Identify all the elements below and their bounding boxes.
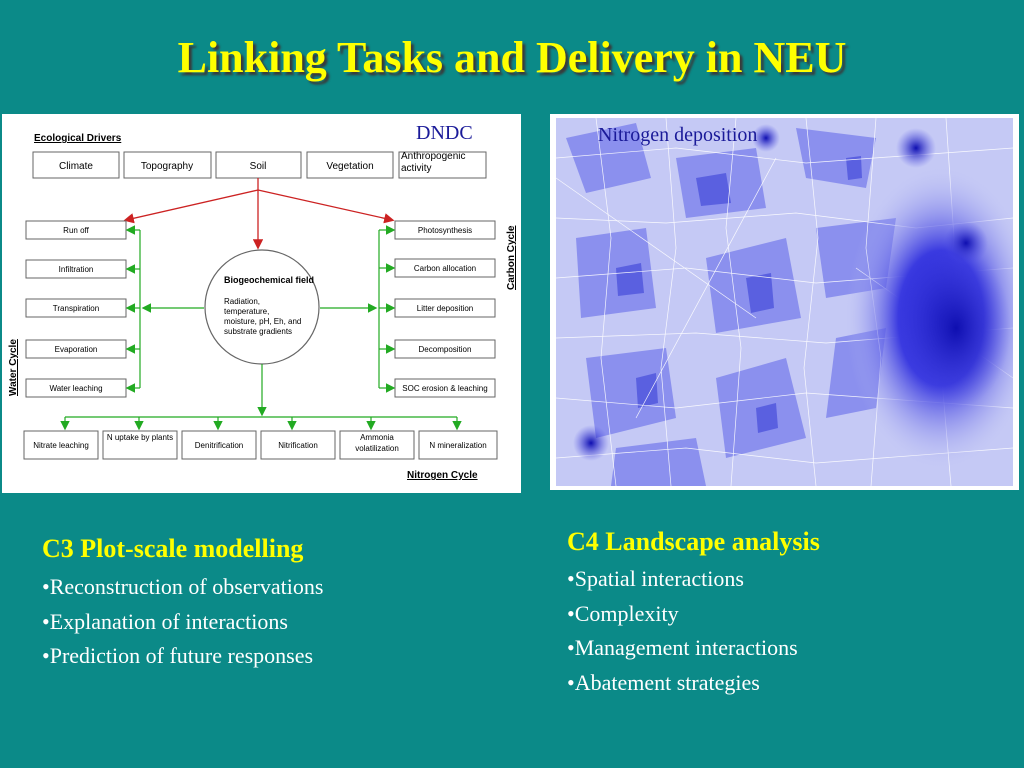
nitrogen-process-n-mineralization: N mineralization bbox=[429, 441, 486, 450]
carbon-cycle-label: Carbon Cycle bbox=[506, 225, 517, 290]
carbon-process-boxes: Photosynthesis Carbon allocation Litter … bbox=[394, 220, 496, 398]
water-process-water-leaching: Water leaching bbox=[49, 384, 102, 393]
driver-vegetation: Vegetation bbox=[326, 161, 373, 172]
water-process-transpiration: Transpiration bbox=[53, 304, 99, 313]
c4-heading: C4 Landscape analysis bbox=[567, 527, 820, 556]
driver-topography: Topography bbox=[141, 161, 193, 172]
water-process-infiltration: Infiltration bbox=[59, 265, 94, 274]
dndc-diagram-svg: Ecological Drivers Climate Topography So… bbox=[8, 133, 517, 481]
dndc-caption: DNDC bbox=[416, 122, 473, 144]
driver-soil: Soil bbox=[250, 161, 267, 172]
ecological-drivers-label: Ecological Drivers bbox=[34, 133, 122, 144]
carbon-process-decomposition: Decomposition bbox=[419, 345, 472, 354]
nitrogen-process-nitrate-leaching: Nitrate leaching bbox=[33, 441, 89, 450]
center-line-1: Radiation, bbox=[224, 297, 260, 306]
c4-bullet: Management interactions bbox=[567, 631, 798, 666]
map-caption: Nitrogen deposition bbox=[598, 124, 758, 146]
water-cycle-label: Water Cycle bbox=[8, 339, 19, 396]
c4-bullet-list: Spatial interactions Complexity Manageme… bbox=[567, 562, 798, 700]
driver-boxes: Climate Topography Soil Vegetation Anthr… bbox=[32, 151, 487, 179]
center-line-2: temperature, bbox=[224, 307, 269, 316]
nitrogen-deposition-map-image bbox=[556, 118, 1013, 486]
nitrogen-cycle-label: Nitrogen Cycle bbox=[407, 470, 478, 481]
nitrogen-process-boxes: Nitrate leaching N uptake by plants Deni… bbox=[23, 430, 498, 460]
c3-bullet: Reconstruction of observations bbox=[42, 570, 324, 605]
nitrogen-process-n-uptake: N uptake by plants bbox=[106, 433, 174, 442]
center-line-3: moisture, pH, Eh, and bbox=[224, 317, 301, 326]
water-process-runoff: Run off bbox=[63, 226, 89, 235]
carbon-process-photosynthesis: Photosynthesis bbox=[418, 226, 472, 235]
nitrogen-deposition-map: Nitrogen deposition bbox=[550, 114, 1019, 490]
water-process-boxes: Run off Infiltration Transpiration Evapo… bbox=[25, 220, 127, 398]
carbon-process-carbon-allocation: Carbon allocation bbox=[414, 264, 476, 273]
center-title: Biogeochemical field bbox=[224, 275, 314, 285]
nitrogen-process-nitrification: Nitrification bbox=[278, 441, 318, 450]
water-process-evaporation: Evaporation bbox=[55, 345, 98, 354]
carbon-process-soc-erosion: SOC erosion & leaching bbox=[402, 384, 487, 393]
c3-heading: C3 Plot-scale modelling bbox=[42, 534, 304, 563]
nitrogen-process-denitrification: Denitrification bbox=[195, 441, 243, 450]
driver-anthropogenic: Anthropogenic activity bbox=[401, 151, 466, 174]
carbon-process-litter-deposition: Litter deposition bbox=[417, 304, 473, 313]
nitrogen-process-ammonia-volatilization: Ammonia volatilization bbox=[355, 433, 399, 453]
driver-box-anthropogenic bbox=[398, 151, 487, 179]
c4-bullet: Spatial interactions bbox=[567, 562, 798, 597]
dndc-diagram: Ecological Drivers Climate Topography So… bbox=[2, 114, 521, 493]
c3-bullet: Explanation of interactions bbox=[42, 605, 323, 640]
slide-title: Linking Tasks and Delivery in NEU bbox=[177, 33, 847, 82]
center-line-4: substrate gradients bbox=[224, 327, 292, 336]
c3-bullet-list: Reconstruction of observations Explanati… bbox=[42, 570, 324, 674]
driver-box-vegetation bbox=[306, 151, 394, 179]
driver-box-topography bbox=[123, 151, 212, 179]
driver-climate: Climate bbox=[59, 161, 93, 172]
c4-bullet: Complexity bbox=[567, 597, 798, 632]
c3-bullet: Prediction of future responses bbox=[42, 639, 323, 674]
c4-bullet: Abatement strategies bbox=[567, 666, 798, 701]
driver-box-climate bbox=[32, 151, 120, 179]
